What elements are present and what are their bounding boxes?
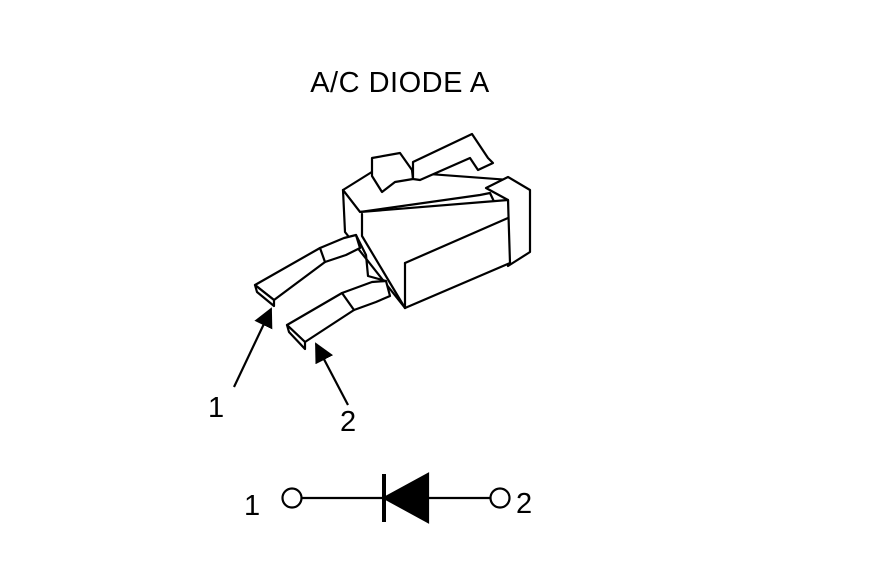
- terminal-2-tip: [285, 323, 307, 351]
- terminal-1-blade: [253, 233, 362, 302]
- housing-front-seam: [403, 216, 510, 265]
- schematic-pin-1-terminal: [281, 487, 303, 509]
- callout-1-label: 1: [208, 392, 225, 424]
- terminal-roots: [354, 233, 388, 283]
- callout-2-label: 2: [340, 406, 357, 438]
- schematic-pin-2-terminal: [489, 487, 511, 509]
- diode-schematic-symbol: [281, 472, 511, 524]
- callout-2-leader: [315, 342, 349, 406]
- housing-front-face: [341, 188, 512, 310]
- diode-anode-triangle: [381, 472, 430, 524]
- schematic-pin-1-label: 1: [244, 490, 261, 522]
- diode-component-illustration: [253, 132, 532, 351]
- housing-notch: [370, 151, 415, 194]
- housing-front-panel-edge: [360, 212, 407, 310]
- terminal-2-step: [340, 291, 356, 312]
- housing-rear-ridge: [411, 132, 495, 182]
- terminal-1-step: [318, 246, 327, 264]
- callout-1-leader: [233, 307, 273, 388]
- diagram-title: A/C DIODE A: [310, 67, 490, 99]
- schematic-pin-2-label: 2: [516, 488, 533, 520]
- terminal-2-blade: [285, 279, 392, 344]
- terminal-1-tip: [253, 283, 276, 308]
